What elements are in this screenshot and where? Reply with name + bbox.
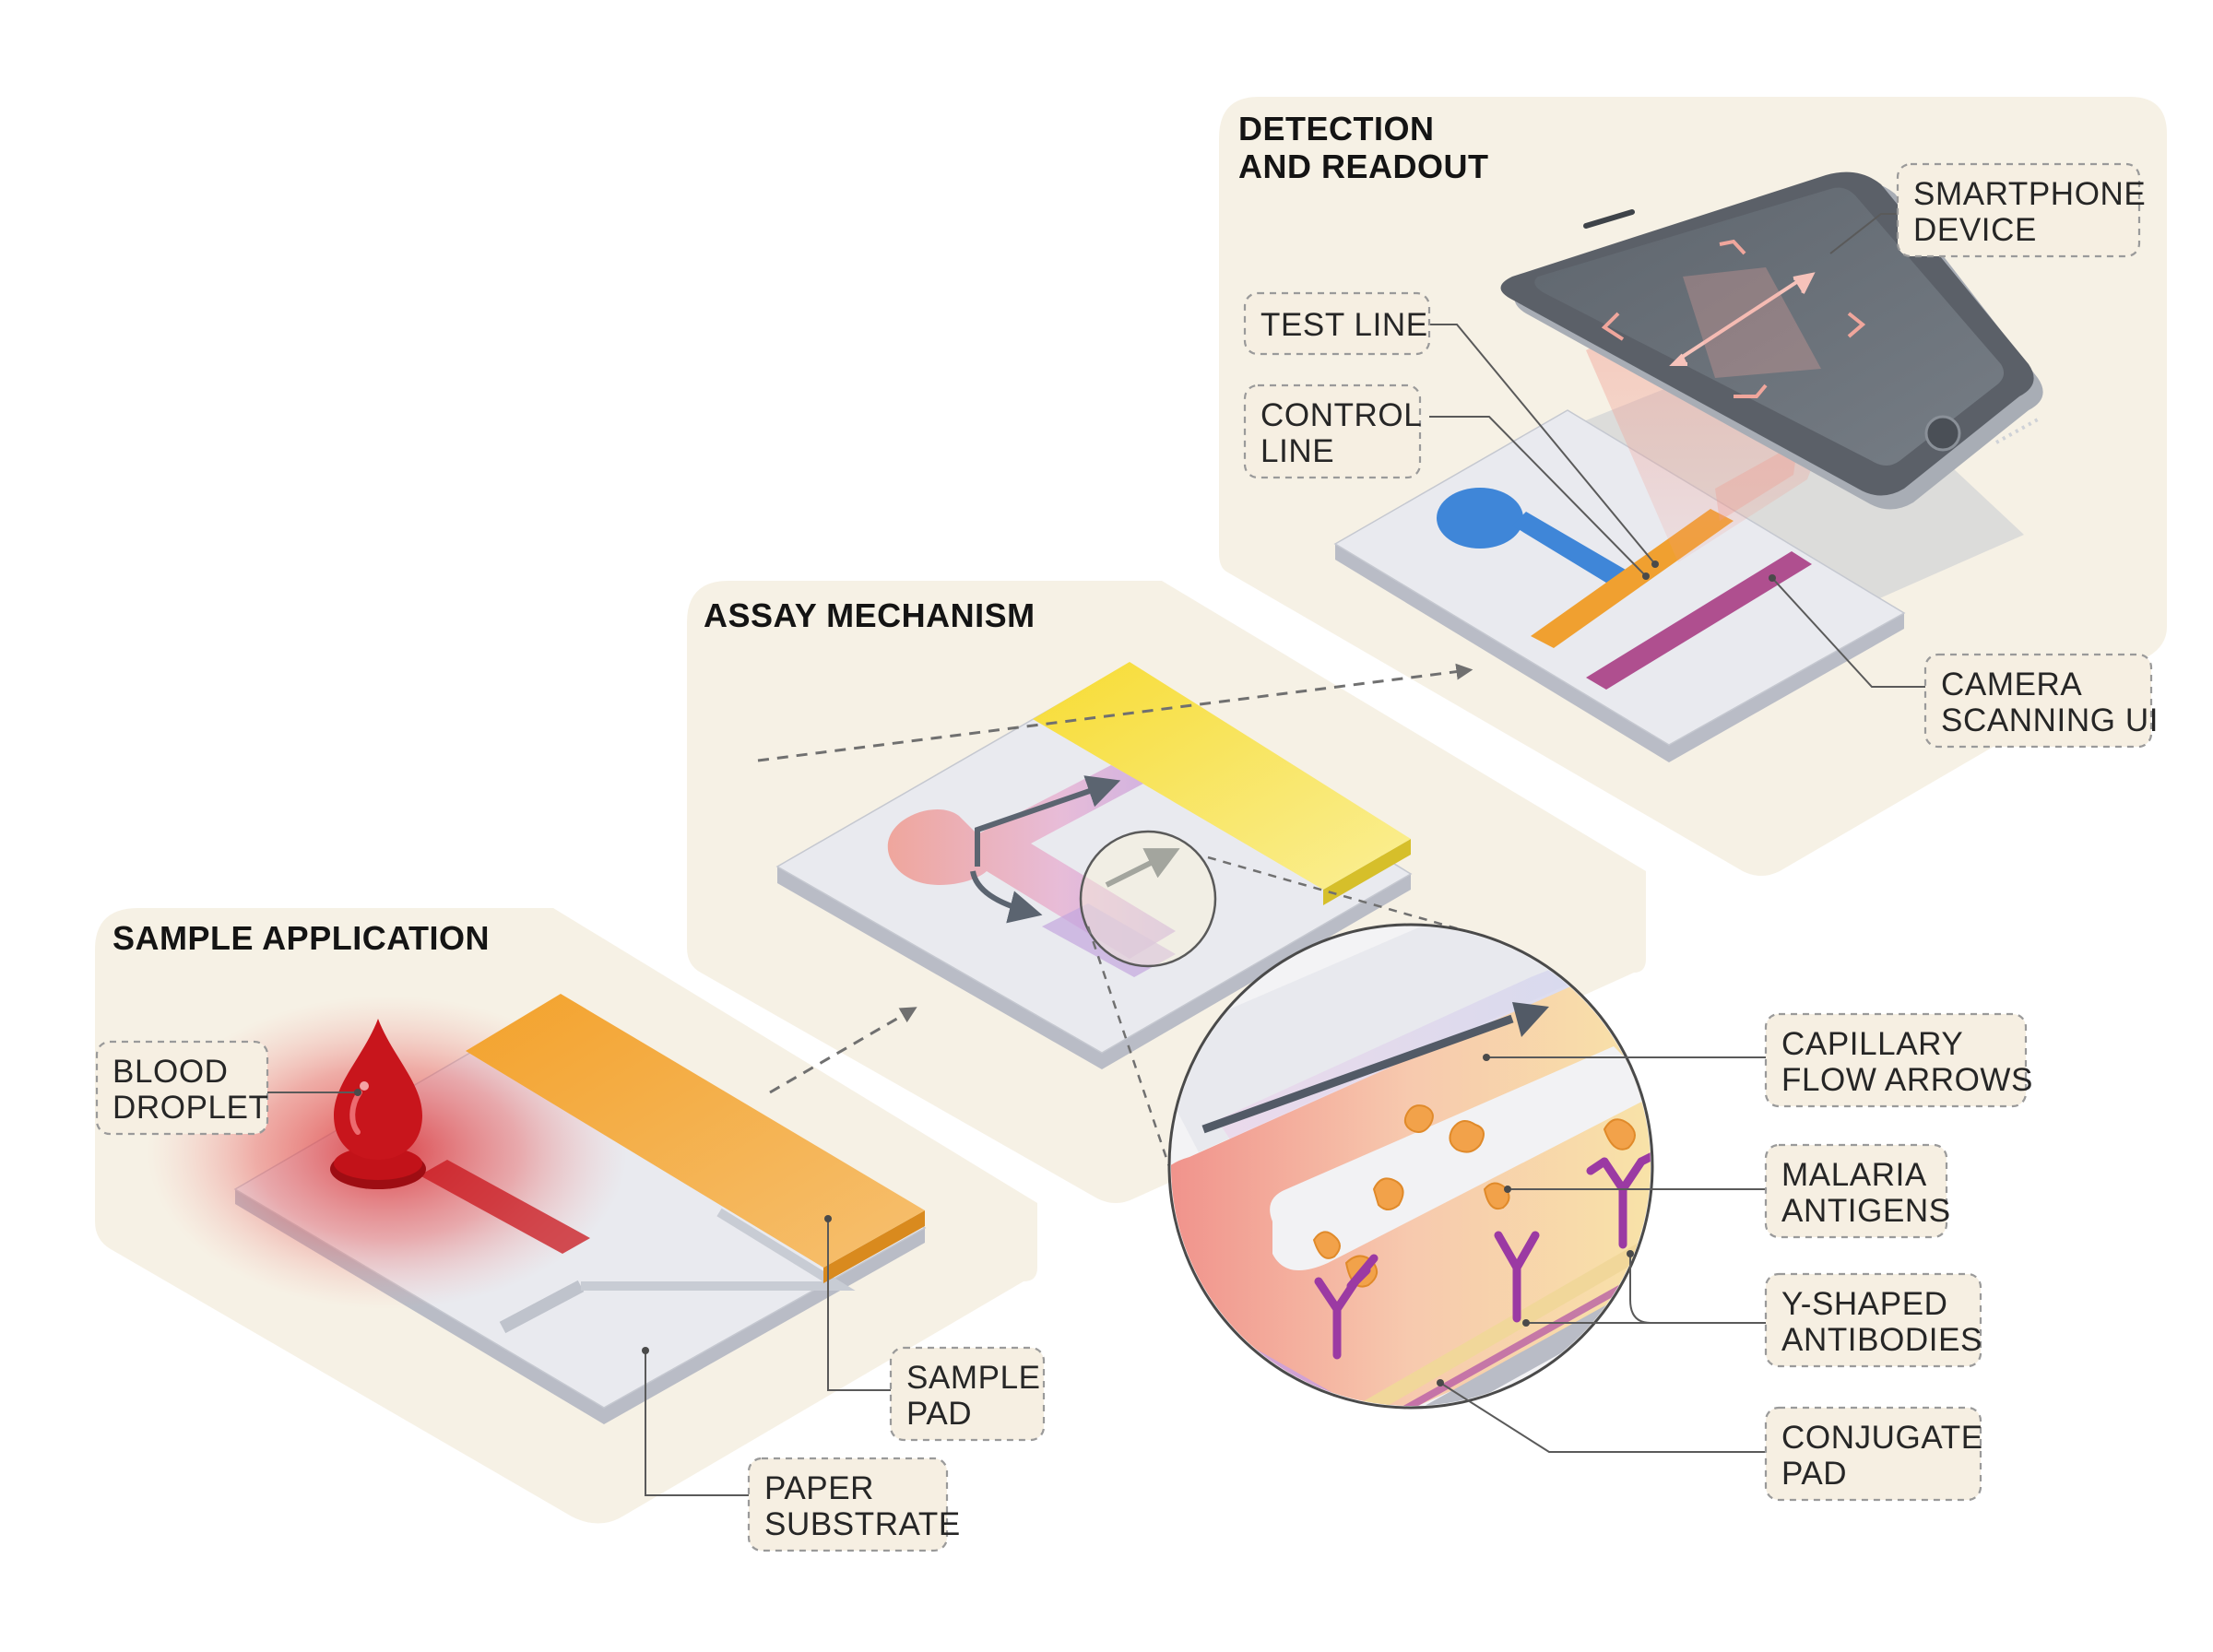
flow-arrow-3 xyxy=(1105,848,1180,888)
leader-dot-malaria-antigens xyxy=(1504,1186,1511,1193)
stage-title-sample-application: SAMPLE APPLICATION xyxy=(112,919,490,957)
leader-dot-camera-scanning-ui xyxy=(1769,574,1776,582)
leader-dot-paper-substrate xyxy=(642,1347,649,1354)
svg-text:ANTIBODIES: ANTIBODIES xyxy=(1781,1322,1982,1358)
leader-paper-substrate xyxy=(645,1351,749,1496)
svg-text:SUBSTRATE: SUBSTRATE xyxy=(764,1506,961,1542)
y-shaped-antibodies xyxy=(1314,1148,1651,1360)
svg-text:TEST LINE: TEST LINE xyxy=(1260,307,1428,343)
callout-y-shaped-antibodies: Y-SHAPED ANTIBODIES xyxy=(1764,1272,1982,1368)
magnifier-source-circle xyxy=(1079,830,1217,968)
zoom-cone-line-right xyxy=(1207,856,1467,933)
callout-blood-droplet: BLOOD DROPLET xyxy=(95,1040,269,1136)
sample-pad xyxy=(466,994,925,1268)
camera-scanning-ui xyxy=(1601,239,1866,398)
conjugate-pad-overview xyxy=(1033,662,1411,890)
leader-dot-capillary-flow-arrows xyxy=(1483,1054,1490,1061)
svg-text:PAD: PAD xyxy=(906,1396,972,1432)
leader-y-shaped-antibodies-b xyxy=(1629,1254,1651,1324)
leader-control-line xyxy=(1429,416,1647,577)
svg-text:SAMPLE: SAMPLE xyxy=(906,1360,1041,1396)
svg-text:CONTROL: CONTROL xyxy=(1260,397,1422,433)
stage-title-assay-mechanism: ASSAY MECHANISM xyxy=(704,596,1035,634)
smartphone-device xyxy=(1500,171,2043,510)
svg-text:FLOW ARROWS: FLOW ARROWS xyxy=(1781,1062,2033,1098)
svg-text:CAMERA: CAMERA xyxy=(1941,667,2082,702)
svg-text:BLOOD: BLOOD xyxy=(112,1054,229,1090)
callout-camera-scanning-ui: CAMERA SCANNING UI xyxy=(1923,653,2159,749)
svg-text:CONJUGATE: CONJUGATE xyxy=(1781,1420,1983,1456)
capillary-flow-arrow xyxy=(1201,1014,1514,1134)
strip-assay-mechanism xyxy=(775,662,1413,1069)
svg-text:MALARIA: MALARIA xyxy=(1781,1157,1927,1193)
leader-dot-sample-pad xyxy=(824,1215,832,1222)
control-line-band xyxy=(1586,551,1812,690)
svg-text:PAPER: PAPER xyxy=(764,1470,874,1506)
svg-text:SMARTPHONE: SMARTPHONE xyxy=(1913,176,2146,212)
strip-detection xyxy=(1333,409,1906,762)
connector-arrow-assay-detection xyxy=(757,663,1473,762)
callout-smartphone-device: SMARTPHONE DEVICE xyxy=(1896,162,2146,258)
leader-dot-test-line xyxy=(1651,560,1659,568)
leader-test-line xyxy=(1429,324,1656,565)
leader-dot-y-shaped-antibodies-b xyxy=(1627,1250,1634,1257)
callout-control-line: CONTROL LINE xyxy=(1243,384,1422,479)
callout-conjugate-pad: CONJUGATE PAD xyxy=(1764,1406,1983,1502)
svg-text:PAD: PAD xyxy=(1781,1456,1847,1492)
leader-dot-control-line xyxy=(1642,572,1650,580)
flow-arrow-2 xyxy=(970,870,1043,924)
leader-dot-y-shaped-antibodies-a xyxy=(1522,1319,1530,1327)
svg-text:DEVICE: DEVICE xyxy=(1913,212,2037,248)
callout-sample-pad: SAMPLE PAD xyxy=(889,1346,1046,1442)
leader-camera-scanning-ui xyxy=(1771,577,1925,688)
leader-sample-pad xyxy=(827,1219,891,1391)
flow-arrow-1 xyxy=(975,775,1121,867)
phone-screen xyxy=(1534,187,2005,466)
callout-malaria-antigens: MALARIA ANTIGENS xyxy=(1764,1143,1951,1239)
stage-title-detection-line2: AND READOUT xyxy=(1238,148,1489,185)
callout-capillary-flow-arrows: CAPILLARY FLOW ARROWS xyxy=(1764,1012,2033,1108)
leader-smartphone-device xyxy=(1829,213,1898,254)
svg-text:LINE: LINE xyxy=(1260,433,1334,469)
callout-paper-substrate: PAPER SUBSTRATE xyxy=(747,1457,961,1552)
svg-text:Y-SHAPED: Y-SHAPED xyxy=(1781,1286,1948,1322)
leader-dot-blood-droplet xyxy=(354,1089,361,1096)
svg-text:DROPLET: DROPLET xyxy=(112,1090,269,1126)
leader-dot-conjugate-pad xyxy=(1437,1379,1444,1386)
leader-conjugate-pad xyxy=(1439,1382,1766,1453)
callout-test-line: TEST LINE xyxy=(1243,291,1431,356)
stage-arrow-1 xyxy=(769,1007,917,1094)
stage-title-detection-line1: DETECTION xyxy=(1238,110,1435,148)
svg-text:SCANNING UI: SCANNING UI xyxy=(1941,702,2159,738)
svg-text:CAPILLARY: CAPILLARY xyxy=(1781,1026,1963,1062)
svg-text:ANTIGENS: ANTIGENS xyxy=(1781,1193,1951,1229)
